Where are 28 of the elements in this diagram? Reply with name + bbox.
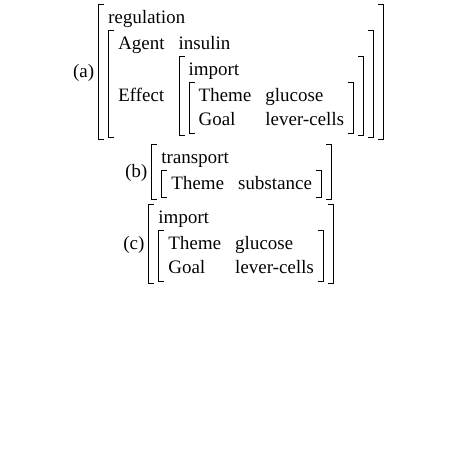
- attribute-value-matrix: [188, 82, 354, 134]
- feature-value: insulin: [178, 32, 232, 56]
- attribute-value-matrix: [158, 230, 324, 282]
- feature-name: Goal: [198, 108, 236, 132]
- feature-name: Goal: [168, 256, 206, 280]
- feature-value: glucose: [235, 232, 294, 256]
- example-label: (a): [72, 61, 94, 83]
- feature-name: Theme: [171, 172, 224, 196]
- type-label: import: [188, 58, 240, 82]
- attribute-value-matrix: [148, 204, 334, 284]
- example-label: (b): [125, 161, 148, 183]
- feature-name: Effect: [118, 84, 164, 108]
- feature-value: lever-cells: [235, 256, 314, 280]
- feature-name: Agent: [118, 32, 164, 56]
- feature-value: glucose: [265, 84, 324, 108]
- attribute-value-matrix: [98, 4, 384, 140]
- type-label: import: [158, 206, 210, 230]
- feature-value: substance: [238, 172, 312, 196]
- attribute-value-matrix: [161, 170, 322, 198]
- feature-value: lever-cells: [265, 108, 344, 132]
- type-label: regulation: [108, 6, 186, 30]
- attribute-value-matrix: [108, 30, 374, 138]
- attribute-value-matrix: [178, 56, 364, 136]
- attribute-value-matrix: [151, 144, 332, 200]
- feature-name: Theme: [198, 84, 252, 108]
- feature-name: Theme: [168, 232, 222, 256]
- type-label: transport: [161, 146, 230, 170]
- example-label: (c): [123, 233, 144, 255]
